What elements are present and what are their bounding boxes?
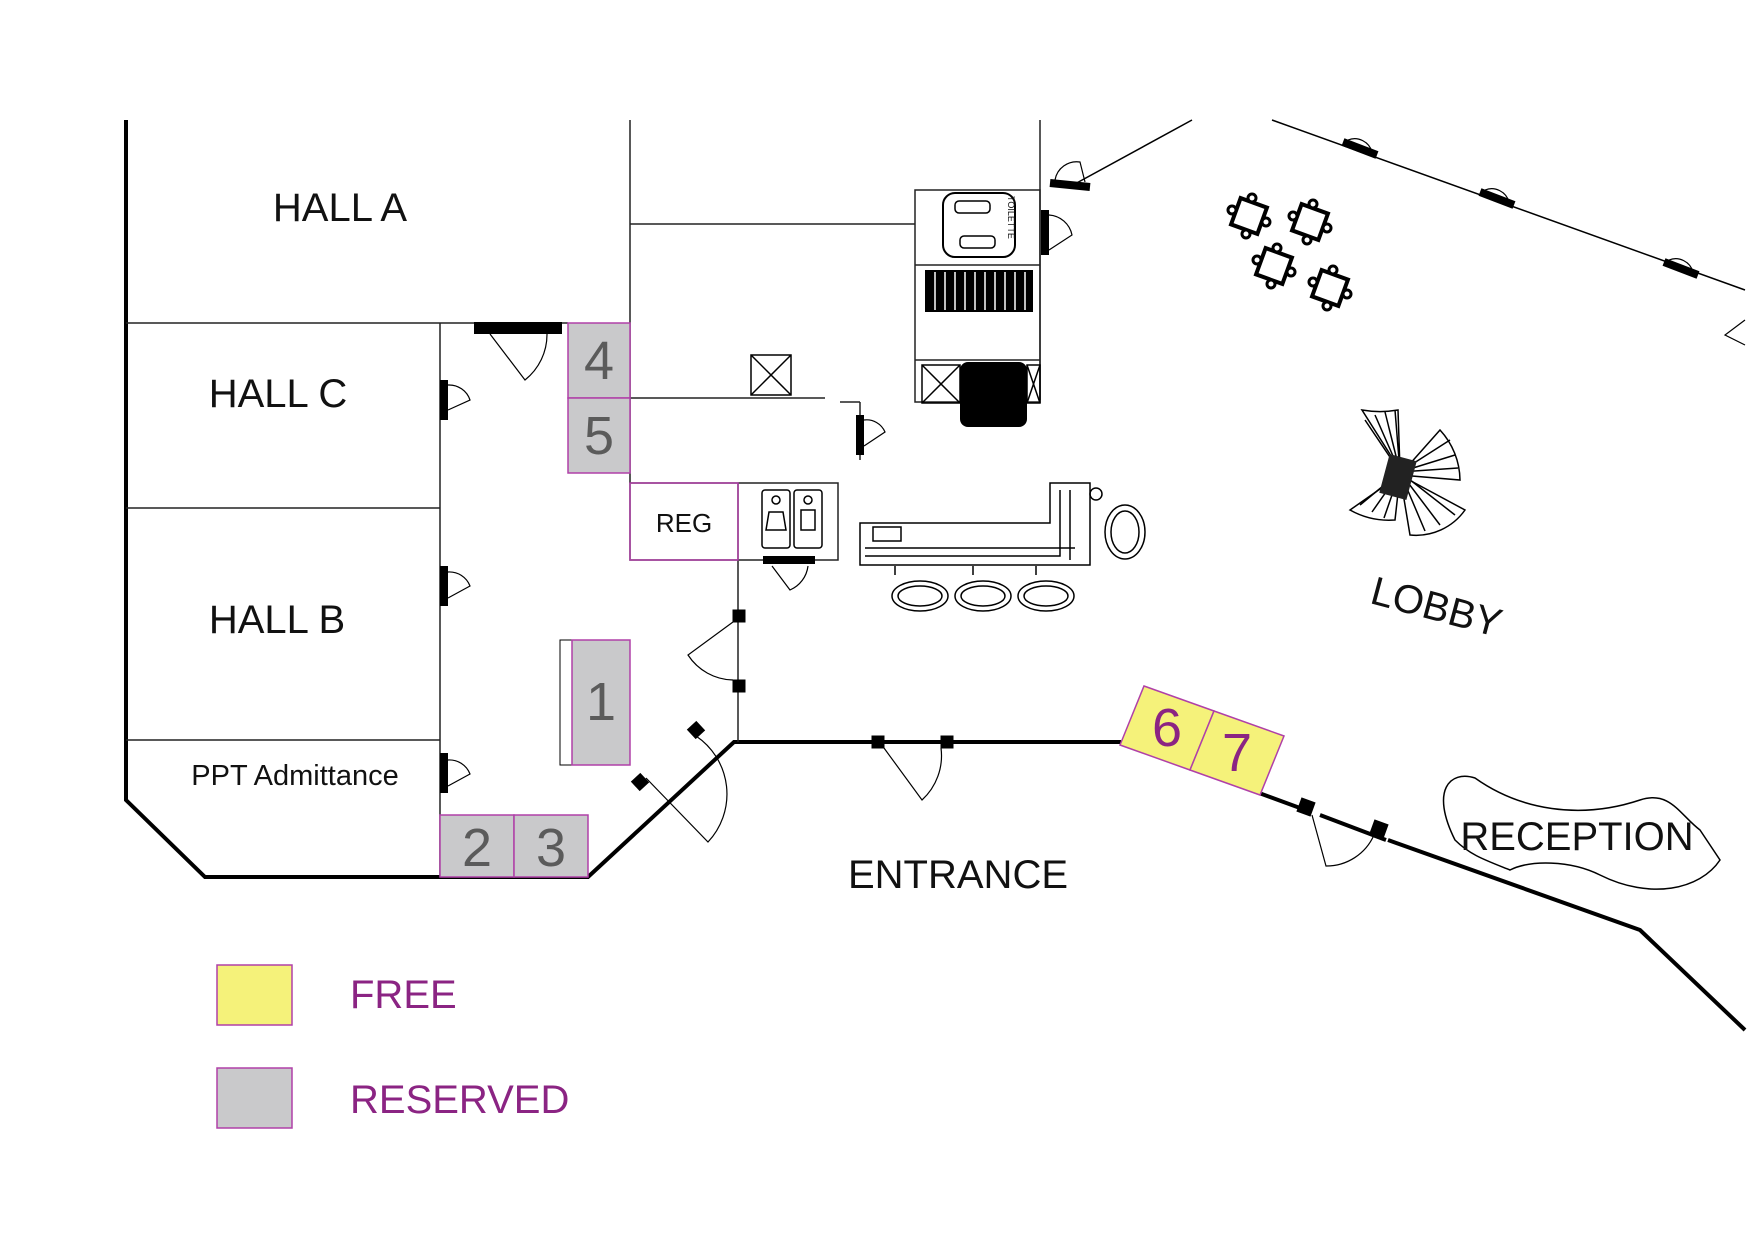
booth-3[interactable]: 3 xyxy=(513,814,589,878)
toilette-label: TOILETTE xyxy=(1006,196,1016,239)
toilette-area: TOILETTE xyxy=(750,192,1041,427)
reg-outline xyxy=(629,482,739,561)
table-chairs xyxy=(1226,192,1353,312)
booth-number: 2 xyxy=(462,818,492,878)
booth-number: 3 xyxy=(536,818,566,878)
hall-c-label: HALL C xyxy=(209,372,348,416)
stairs-icon xyxy=(925,270,1033,312)
column-icon xyxy=(921,364,961,404)
booth-number: 7 xyxy=(1222,723,1252,783)
booth-5[interactable]: 5 xyxy=(567,397,631,474)
toilette-sign xyxy=(942,192,1016,258)
hall-b-label: HALL B xyxy=(209,598,345,642)
booth-2[interactable]: 2 xyxy=(439,814,515,878)
lobby-label: LOBBY xyxy=(1366,569,1506,646)
free-swatch xyxy=(216,964,293,1026)
booths: 1 2 3 4 5 6 7 xyxy=(439,322,1285,878)
table-icon xyxy=(1228,195,1270,237)
table-icon xyxy=(1289,201,1331,243)
toilet-icon xyxy=(954,200,996,249)
booth-number: 1 xyxy=(586,672,616,732)
hall-a-label: HALL A xyxy=(273,186,407,230)
table-icon xyxy=(1309,267,1351,309)
restroom-icon xyxy=(761,489,823,549)
booth-number: 4 xyxy=(584,331,614,391)
doors xyxy=(440,138,1746,867)
reg-label: REG xyxy=(656,508,712,538)
legend: FREE RESERVED xyxy=(216,964,569,1129)
booth-number: 5 xyxy=(584,406,614,466)
room-labels: HALL A HALL C HALL B PPT Admittance REG … xyxy=(191,186,1693,897)
booth-1[interactable]: 1 xyxy=(559,639,631,766)
legend-free: FREE xyxy=(216,964,457,1026)
ppt-admittance-label: PPT Admittance xyxy=(191,760,398,792)
reserved-label: RESERVED xyxy=(350,1078,569,1122)
legend-reserved: RESERVED xyxy=(216,1067,569,1129)
reception-label: RECEPTION xyxy=(1460,815,1693,859)
stool-icon xyxy=(954,580,1012,612)
stool-icon xyxy=(891,580,949,612)
reception-bar xyxy=(859,482,1146,612)
column-icon xyxy=(750,354,792,396)
stair-core-icon xyxy=(1379,454,1417,500)
table-icon xyxy=(1253,245,1295,287)
reserved-swatch xyxy=(216,1067,293,1129)
entrance-label: ENTRANCE xyxy=(848,853,1068,897)
elevator-icon xyxy=(960,362,1027,427)
booth-4[interactable]: 4 xyxy=(567,322,631,399)
stool-icon xyxy=(1017,580,1075,612)
booth-7[interactable]: 7 xyxy=(1189,710,1285,796)
booth-number: 6 xyxy=(1152,698,1182,758)
reception-desk xyxy=(1442,775,1721,890)
free-label: FREE xyxy=(350,973,457,1017)
